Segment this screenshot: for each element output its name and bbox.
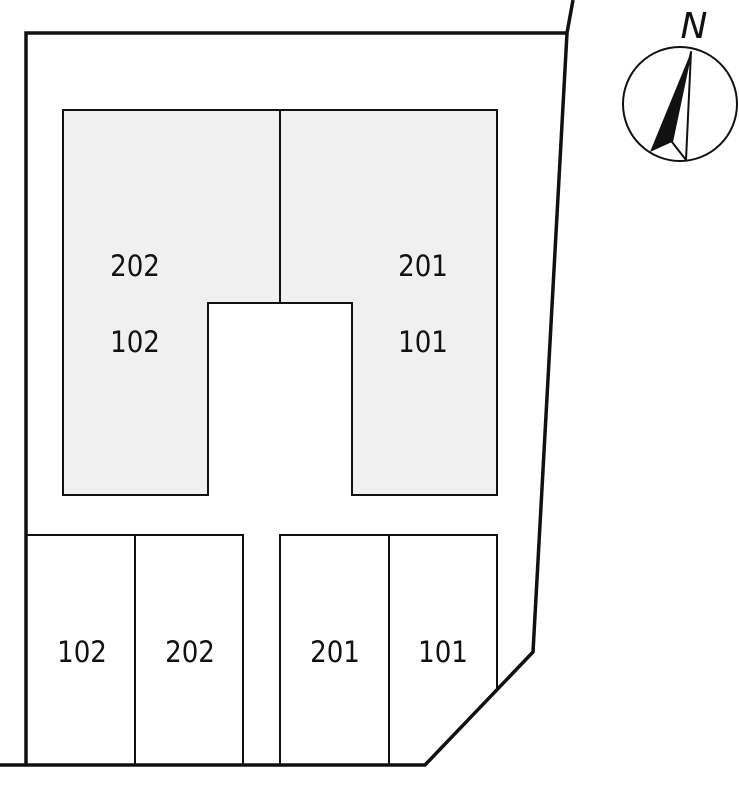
- compass-needle-light: [671, 51, 692, 161]
- parking-space-label: 102: [57, 635, 107, 669]
- north-label: N: [681, 6, 708, 47]
- parking-area-right: [279, 534, 498, 765]
- parking-space-label: 202: [165, 635, 215, 669]
- parking-space-label: 201: [310, 635, 360, 669]
- unit-label-upper-left: 202: [110, 249, 160, 283]
- parking-space-label: 101: [418, 635, 468, 669]
- unit-label-lower-right: 101: [398, 325, 448, 359]
- unit-label-upper-right: 201: [398, 249, 448, 283]
- north-compass-icon: N: [622, 6, 738, 162]
- unit-label-lower-left: 102: [110, 325, 160, 359]
- compass-needle-dark: [650, 52, 691, 152]
- site-boundary: [0, 0, 575, 767]
- parking-area-left: [26, 534, 244, 765]
